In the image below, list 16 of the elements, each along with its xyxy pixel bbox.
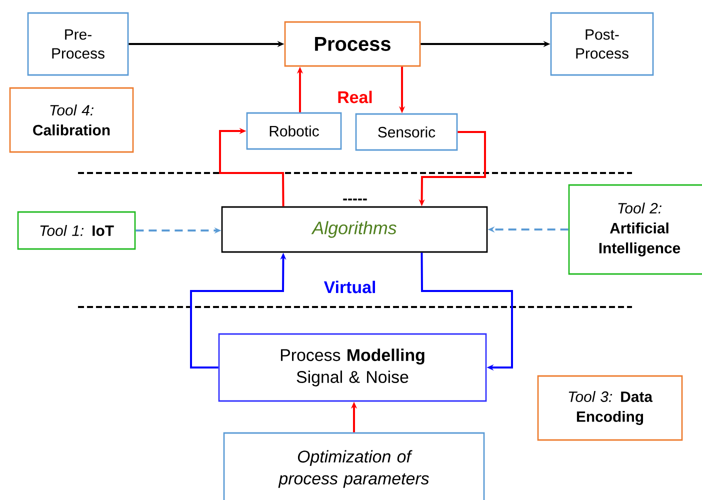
tool-box: Tool 2: Artificial Intelligence	[568, 184, 702, 275]
section-label: Virtual	[324, 280, 375, 294]
algorithm-box: Algorithms	[221, 206, 488, 253]
process-box: Process	[284, 21, 421, 67]
process-box: Pre-Process	[27, 12, 129, 76]
tool-box: Tool 3: Data Encoding	[537, 375, 683, 441]
arrow	[219, 128, 284, 206]
arrow	[420, 252, 513, 371]
tool-box: Tool 1: IoT	[17, 211, 136, 250]
section-label: Real	[338, 90, 372, 104]
process-box: Post-Process	[550, 12, 654, 76]
tool-box: Tool 4: Calibration	[9, 87, 134, 153]
process-box: Sensoric	[355, 113, 458, 151]
input-box: Optimization of process parameters	[223, 432, 485, 500]
process-box: Robotic	[246, 112, 342, 150]
model-box: Process Modelling Signal & Noise	[218, 333, 487, 402]
